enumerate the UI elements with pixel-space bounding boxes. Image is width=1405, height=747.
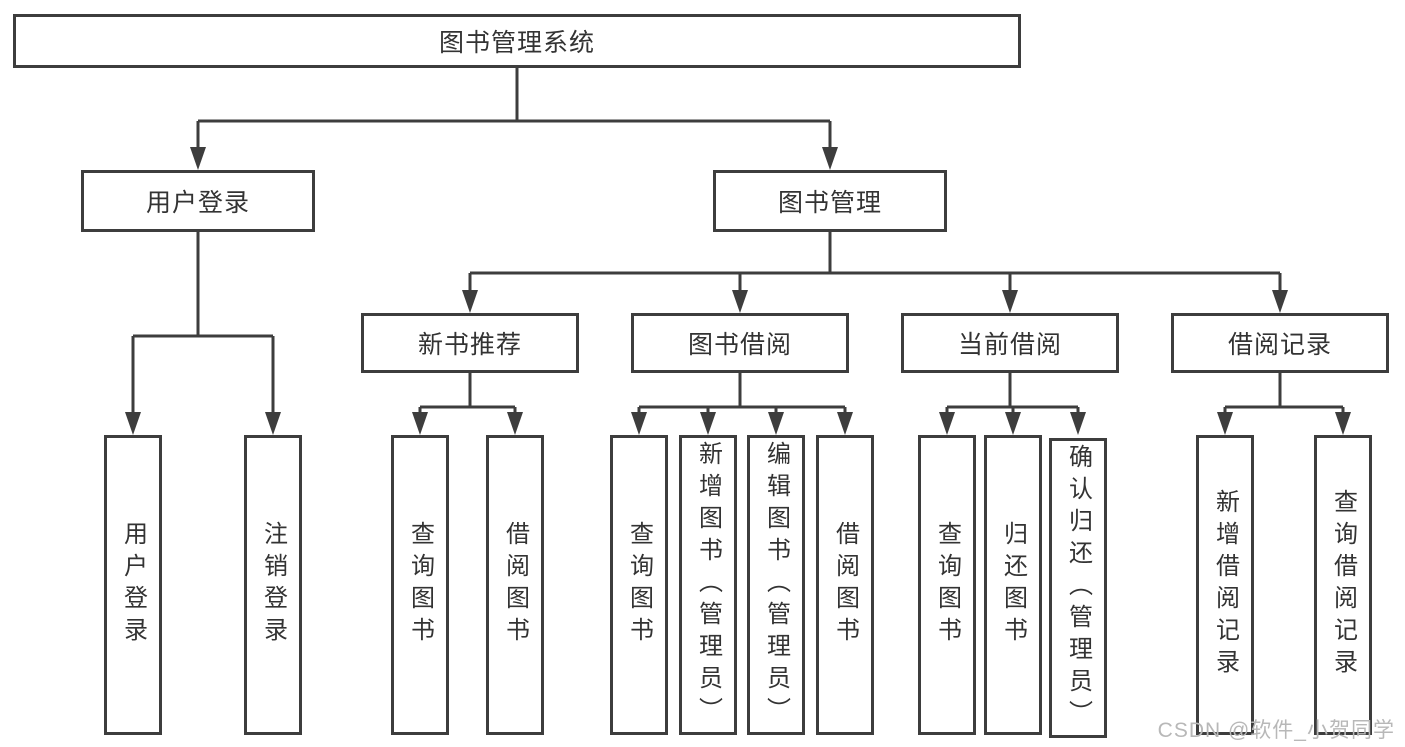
leaf-return-book: 归还图书 [984,435,1042,735]
node-book-management: 图书管理 [713,170,947,232]
node-root: 图书管理系统 [13,14,1021,68]
leaf-add-book-admin: 新增图书（管理员） [679,435,737,735]
node-new-book-recommend: 新书推荐 [361,313,579,373]
node-borrow-records: 借阅记录 [1171,313,1389,373]
leaf-query-books-recommend: 查询图书 [391,435,449,735]
leaf-confirm-return-admin: 确认归还（管理员） [1049,438,1107,738]
leaf-edit-book-admin: 编辑图书（管理员） [747,435,805,735]
leaf-user-login: 用户登录 [104,435,162,735]
leaf-borrow-books-recommend: 借阅图书 [486,435,544,735]
watermark: CSDN @软件_小贺同学 [1157,719,1395,742]
leaf-query-books-current: 查询图书 [918,435,976,735]
node-user-login: 用户登录 [81,170,315,232]
node-current-borrow: 当前借阅 [901,313,1119,373]
leaf-add-borrow-record: 新增借阅记录 [1196,435,1254,735]
leaf-logout: 注销登录 [244,435,302,735]
node-book-borrow: 图书借阅 [631,313,849,373]
leaf-borrow-books: 借阅图书 [816,435,874,735]
leaf-query-borrow-record: 查询借阅记录 [1314,435,1372,735]
leaf-query-books-borrow: 查询图书 [610,435,668,735]
